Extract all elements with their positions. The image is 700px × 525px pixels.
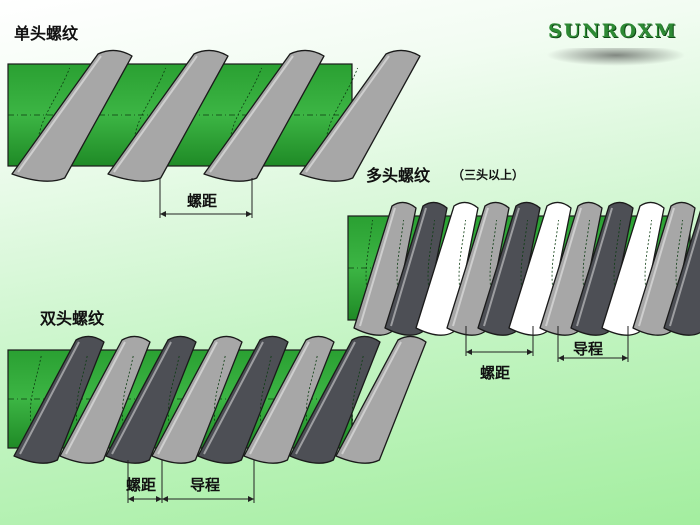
multi-thread-flight <box>477 201 541 336</box>
multi-thread-note: （三头以上） <box>452 168 525 182</box>
single-hidden-helix <box>325 67 358 163</box>
multi-thread-highlight <box>607 207 644 327</box>
single-thread-title: 单头螺纹 <box>14 24 79 43</box>
multi-thread-highlight <box>483 207 520 327</box>
dimension-arrow <box>622 355 628 361</box>
multi-thread-highlight <box>545 207 582 327</box>
multi-hidden-helix <box>396 219 405 317</box>
multi-hidden-helix <box>427 219 436 317</box>
double-thread-flight <box>151 335 243 464</box>
multi-thread-flight <box>353 201 417 336</box>
single-thread-highlight <box>305 55 390 173</box>
double-thread-highlight <box>157 341 218 455</box>
double-thread-flight <box>289 335 381 464</box>
double-thread-flight <box>13 335 105 464</box>
multi-thread-title: 多头螺纹 <box>366 166 431 185</box>
double-hidden-helix <box>121 353 134 445</box>
multi-thread-flight <box>508 201 572 336</box>
dimension-arrow <box>248 496 254 502</box>
double-thread-highlight <box>249 341 310 455</box>
dimension-arrow <box>162 496 168 502</box>
double-hidden-helix <box>259 353 272 445</box>
single-thread-flight <box>11 49 133 182</box>
multi-thread-highlight <box>421 207 458 327</box>
multi-hidden-helix <box>582 219 591 317</box>
multi-thread-flight <box>415 201 479 336</box>
multi-thread-highlight <box>359 207 396 327</box>
single-pitch-label: 螺距 <box>187 192 218 210</box>
single-thread-highlight <box>17 55 102 173</box>
dimension-arrow <box>156 496 162 502</box>
multi-lead-label: 导程 <box>573 340 604 358</box>
multi-hidden-helix <box>644 219 653 317</box>
double-thread-flight <box>335 335 427 464</box>
dimension-lines <box>127 178 629 503</box>
double-thread-flight <box>197 335 289 464</box>
dimension-arrow <box>466 349 472 355</box>
double-thread-highlight <box>111 341 172 455</box>
double-thread-highlight <box>65 341 126 455</box>
multi-thread-flight <box>384 201 448 336</box>
multi-thread-highlight <box>669 221 700 327</box>
double-hidden-helix <box>351 353 364 445</box>
dimension-arrow <box>246 211 252 217</box>
multi-thread-highlight <box>452 207 489 327</box>
multi-thread-highlight <box>390 207 427 327</box>
dimension-arrow <box>128 496 134 502</box>
multi-hidden-helix <box>365 219 374 317</box>
double-thread-title: 双头螺纹 <box>40 309 105 328</box>
double-hidden-helix <box>29 353 42 445</box>
double-thread-flight <box>105 335 197 464</box>
single-thread-highlight <box>209 55 294 173</box>
single-thread-highlight <box>113 55 198 173</box>
brand-logo: SUNROXM <box>548 20 678 42</box>
single-hidden-helix <box>37 67 70 163</box>
dimension-arrow <box>160 211 166 217</box>
double-thread-highlight <box>203 341 264 455</box>
single-hidden-helix <box>133 67 166 163</box>
multi-pitch-label: 螺距 <box>480 364 511 382</box>
double-hidden-helix <box>75 353 88 445</box>
double-thread-highlight <box>341 341 402 455</box>
multi-thread-flight <box>446 201 510 336</box>
multi-hidden-helix <box>613 219 622 317</box>
multi-thread-flight <box>663 210 700 336</box>
dimension-arrow <box>527 349 533 355</box>
double-thread-flight <box>243 335 335 464</box>
single-start-screw <box>7 49 421 182</box>
multi-thread-flight <box>570 201 634 336</box>
multi-thread-flight <box>539 201 603 336</box>
multi-hidden-helix <box>489 219 498 317</box>
multi-thread-highlight <box>514 207 551 327</box>
double-thread-flight <box>59 335 151 464</box>
multi-hidden-helix <box>551 219 560 317</box>
double-thread-highlight <box>295 341 356 455</box>
double-hidden-helix <box>305 353 318 445</box>
double-hidden-helix <box>167 353 180 445</box>
double-hidden-helix <box>213 353 226 445</box>
double-thread-highlight <box>19 341 80 455</box>
multi-hidden-helix <box>458 219 467 317</box>
multi-hidden-helix <box>675 219 684 317</box>
multi-thread-highlight <box>576 207 613 327</box>
logo-reflection <box>546 48 686 66</box>
multi-thread-highlight <box>638 207 675 327</box>
dimension-arrow <box>558 355 564 361</box>
multi-thread-flight <box>601 201 665 336</box>
multi-hidden-helix <box>520 219 529 317</box>
double-start-screw <box>7 335 427 464</box>
single-hidden-helix <box>229 67 262 163</box>
single-thread-flight <box>299 49 421 182</box>
multi-thread-flight <box>632 201 696 336</box>
double-lead-label: 导程 <box>190 476 221 494</box>
multi-start-screw <box>347 201 700 336</box>
double-pitch-label: 螺距 <box>126 476 157 494</box>
single-thread-flight <box>107 49 229 182</box>
single-thread-flight <box>203 49 325 182</box>
